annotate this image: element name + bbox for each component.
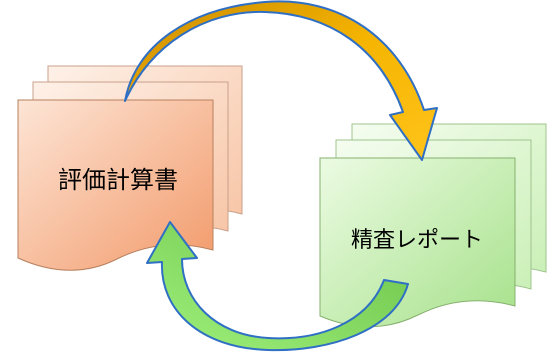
bottom-curved-arrow: [146, 221, 409, 352]
review-document-stack: 精査レポート: [319, 123, 547, 328]
top-curved-arrow: [124, 0, 438, 161]
evaluation-document-label: 評価計算書: [58, 166, 178, 194]
document-sheet-front: [17, 99, 214, 271]
review-document-label: 精査レポート: [351, 228, 483, 253]
evaluation-document-stack: 評価計算書: [17, 65, 243, 271]
